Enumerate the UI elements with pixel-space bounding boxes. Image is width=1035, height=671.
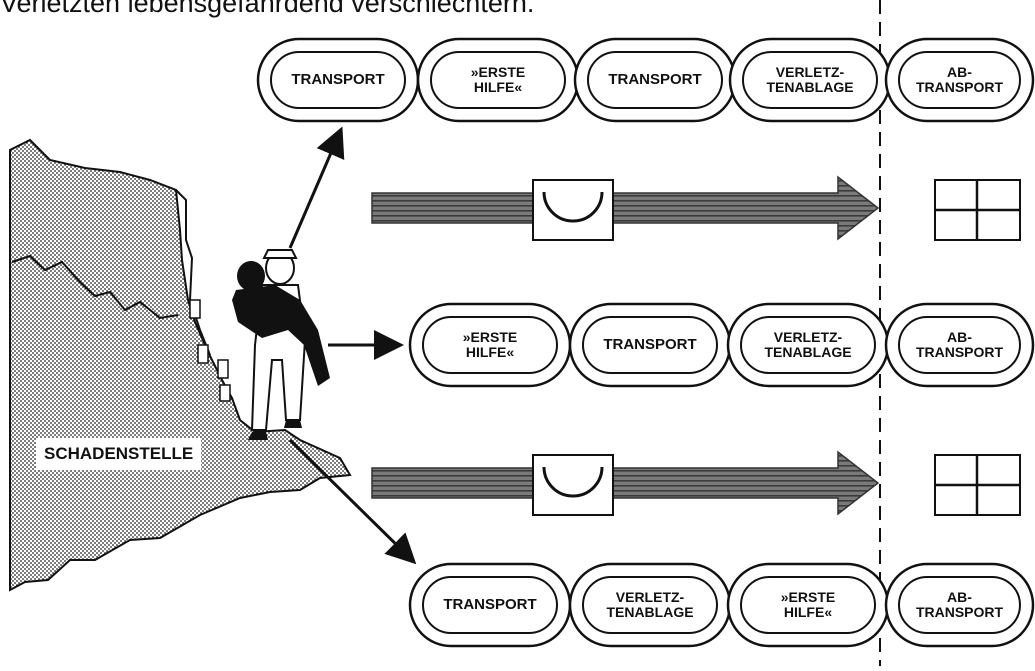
chain-link-label: AB-TRANSPORT [900,578,1019,632]
site-label: SCHADENSTELLE [36,438,202,470]
chain-link-text: TRANSPORT [608,71,702,89]
chain-link-text: AB- [947,589,972,606]
smile-curve-icon [532,179,614,241]
smile-curve-icon [532,454,614,516]
chain-link-text: TRANSPORT [443,596,537,614]
damage-site [9,138,352,592]
chain-link-text: HILFE« [783,604,833,620]
chain-link-inner [582,316,718,374]
chain-link-text: TENABLAGE [764,344,852,360]
chain-link-label: TRANSPORT [272,53,404,107]
chain-link-inner [587,51,723,109]
chain-link-label: VERLETZ-TENABLAGE [744,53,876,107]
chain-link-inner [422,316,558,374]
arrow-to-chain-3 [288,438,417,565]
arrow-to-chain-1 [288,126,345,249]
chain-link-text: VERLETZ- [615,589,685,606]
chain-link-inner [582,576,718,634]
chain-link-label: AB-TRANSPORT [900,318,1019,372]
chain-link-text: TRANSPORT [915,79,1004,95]
chain-link-inner [740,576,876,634]
chain-link-inner [898,51,1021,109]
chain-link-text: TENABLAGE [766,79,854,95]
caption-fragment: Verletzten lebensgefährdend verschlechte… [0,0,535,18]
chain-link-text: TRANSPORT [915,344,1004,360]
chain-link-text: TRANSPORT [603,336,697,354]
chain-link-inner [898,316,1021,374]
chain-link-inner [422,576,558,634]
chain-link-inner [430,51,566,109]
cross-grid-icon [934,179,1021,241]
chain-link-text: TRANSPORT [291,71,385,89]
chain-link-text: »ERSTE [470,64,526,81]
chain-link-text: AB- [947,329,972,346]
chain-link-label: AB-TRANSPORT [900,53,1019,107]
chain-link-text: VERLETZ- [773,329,843,346]
chain-link-label: TRANSPORT [584,318,716,372]
rescuer-figure [232,249,330,440]
chain-link-inner [270,51,406,109]
chain-link-label: VERLETZ-TENABLAGE [584,578,716,632]
chain-link-text: TENABLAGE [606,604,694,620]
chain-link-text: TRANSPORT [915,604,1004,620]
chain-link-label: TRANSPORT [424,578,556,632]
chain-link-text: VERLETZ- [775,64,845,81]
chain-link-inner [742,51,878,109]
flow-arrow-1 [371,175,880,241]
chain-link-text: »ERSTE [780,589,836,606]
chain-link-inner [898,576,1021,634]
chain-link-inner [740,316,876,374]
flow-arrow-2 [371,450,880,516]
chain-link-text: HILFE« [465,344,515,360]
chain-link-text: HILFE« [473,79,523,95]
chain-link-text: »ERSTE [462,329,518,346]
chain-link-label: VERLETZ-TENABLAGE [742,318,874,372]
chain-link-label: TRANSPORT [589,53,721,107]
chain-link-text: AB- [947,64,972,81]
cross-grid-icon [934,454,1021,516]
